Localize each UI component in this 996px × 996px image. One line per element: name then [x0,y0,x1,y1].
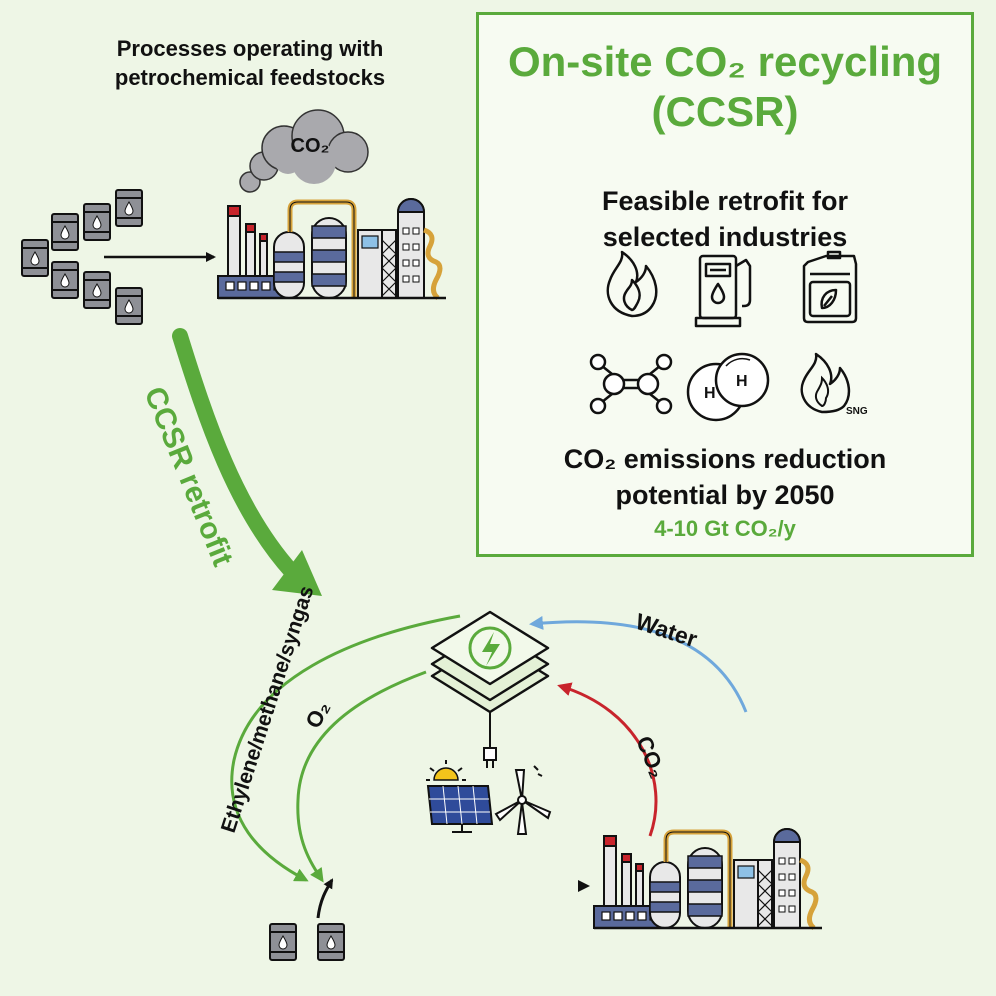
hydrogen-letter-b: H [736,373,748,390]
ethylene-molecule-icon [589,353,673,415]
barrel-icon [83,271,111,309]
top-caption-line1: Processes operating with [116,36,384,61]
wind-turbine-icon [494,765,552,835]
co2-label: CO₂ [631,733,670,782]
hydrogen-letter-a: H [704,385,716,402]
barrel-icon [83,203,111,241]
panel-subtitle: Feasible retrofit for selected industrie… [479,183,971,255]
panel-subtitle-line2: selected industries [602,222,848,252]
products-label: Ethylene/methane/syngas [217,583,319,835]
top-caption: Processes operating with petrochemical f… [40,34,460,92]
barrel-recycle-arrow [316,878,334,919]
sun-icon [426,760,466,781]
emissions-text: CO₂ emissions reduction potential by 205… [479,441,971,513]
hydrogen-molecule-icon: H H [686,352,770,422]
solar-panel-icon [426,785,494,833]
barrel-icon [115,287,143,325]
emissions-value: 4-10 Gt CO₂/y [654,516,796,541]
fuel-pump-icon [694,254,752,328]
emissions-line2: potential by 2050 [615,480,835,510]
barrel-icon [317,923,345,961]
barrel-icon [51,261,79,299]
panel-title: On-site CO₂ recycling (CCSR) [479,37,971,137]
electrolyzer-icon [430,610,550,714]
flame-icon [606,250,658,318]
water-label: Water [632,608,700,652]
barrel-icon [51,213,79,251]
retrofit-arrowhead [272,550,322,596]
co2-arrow [557,682,658,837]
barrel-icon [115,189,143,227]
sng-flame-icon: SNG [800,352,868,417]
feed-arrow-bottom-head [578,880,590,892]
power-plug-icon [483,712,497,768]
products-arrow [230,614,461,882]
factory-bottom-icon [594,829,822,928]
co2-cloud: CO₂ [239,109,369,193]
emissions-line1: CO₂ emissions reduction [563,444,887,474]
panel-title-line1: On-site CO₂ recycling [507,38,943,85]
panel-subtitle-line1: Feasible retrofit for [601,186,849,216]
barrel-icon [21,239,49,277]
panel-title-line2: (CCSR) [651,88,799,135]
barrel-icon [269,923,297,961]
top-caption-line2: petrochemical feedstocks [114,65,386,90]
sng-label: SNG [846,406,868,417]
oxygen-arrow [296,670,427,883]
factory-top-icon [218,199,446,298]
retrofit-arrow [172,328,300,580]
ccsr-panel: On-site CO₂ recycling (CCSR) Feasible re… [476,12,974,557]
water-arrow [529,615,748,713]
cloud-label: CO₂ [291,135,330,157]
bio-canister-icon [802,250,858,324]
